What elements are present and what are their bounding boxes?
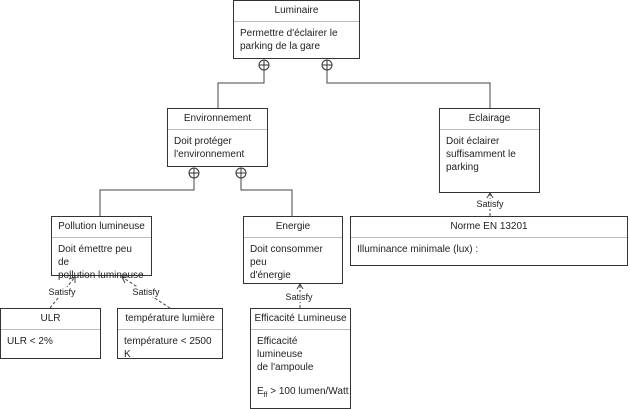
containment-icon — [258, 59, 270, 71]
block-text: température < 2500 K — [124, 336, 212, 360]
block-title: Norme EN 13201 — [351, 217, 627, 238]
block-title: Luminaire — [234, 1, 359, 22]
block-title: Pollution lumineuse — [52, 217, 151, 238]
block-text: Doit protéger l'environnement — [174, 136, 245, 160]
arrow-head-icon — [296, 283, 304, 290]
block-text: Doit émettre peu de pollution lumineuse — [58, 244, 144, 281]
block-efficacite[interactable]: Efficacité Lumineuse Efficacité lumineus… — [250, 308, 351, 409]
satisfy-label: Satisfy — [475, 199, 505, 209]
block-text: Doit éclairer suffisamment le parking — [446, 136, 516, 173]
containment-icon — [235, 167, 247, 179]
containment-line-pollution — [99, 178, 195, 216]
block-eclairage[interactable]: Eclairage Doit éclairer suffisamment le … — [439, 108, 540, 193]
block-title: Energie — [244, 217, 342, 238]
formula-subscript: ff — [263, 392, 268, 399]
satisfy-label: Satisfy — [131, 287, 161, 297]
formula-rest: > 100 lumen/Watt — [267, 386, 349, 397]
block-luminaire[interactable]: Luminaire Permettre d'éclairer le parkin… — [233, 0, 360, 59]
arrow-head-icon — [486, 192, 494, 199]
efficacite-formula: Eff > 100 lumen/Watt — [251, 385, 350, 402]
containment-line-environnement — [217, 70, 265, 108]
block-energie[interactable]: Energie Doit consommer peu d'énergie — [243, 216, 343, 284]
block-text: ULR < 2% — [7, 336, 53, 347]
block-temperature[interactable]: température lumière température < 2500 K — [117, 308, 223, 360]
satisfy-line-temperature — [121, 276, 171, 309]
containment-icon — [321, 59, 333, 71]
containment-line-eclairage — [326, 70, 491, 108]
formula-base: E — [257, 386, 264, 397]
block-title: Eclairage — [440, 109, 539, 130]
block-title: température lumière — [118, 309, 222, 330]
containment-line-energie — [240, 178, 293, 216]
block-text: Illuminance minimale (lux) : — [357, 244, 479, 255]
satisfy-line-ulr — [49, 276, 76, 309]
arrow-head-icon — [68, 276, 76, 283]
block-text: Permettre d'éclairer le parking de la ga… — [240, 28, 338, 52]
block-norme[interactable]: Norme EN 13201 Illuminance minimale (lux… — [350, 216, 628, 266]
satisfy-label: Satisfy — [47, 287, 77, 297]
block-text: Efficacité lumineuse de l'ampoule — [257, 336, 314, 373]
block-title: Environnement — [168, 109, 267, 130]
block-text: Doit consommer peu d'énergie — [250, 244, 323, 281]
block-ulr[interactable]: ULR ULR < 2% — [0, 308, 101, 359]
containment-icon — [188, 167, 200, 179]
block-title: Efficacité Lumineuse — [251, 309, 350, 330]
block-title: ULR — [1, 309, 100, 330]
satisfy-label: Satisfy — [284, 292, 314, 302]
block-pollution[interactable]: Pollution lumineuse Doit émettre peu de … — [51, 216, 152, 281]
arrow-head-icon — [121, 276, 128, 284]
block-environnement[interactable]: Environnement Doit protéger l'environnem… — [167, 108, 268, 167]
